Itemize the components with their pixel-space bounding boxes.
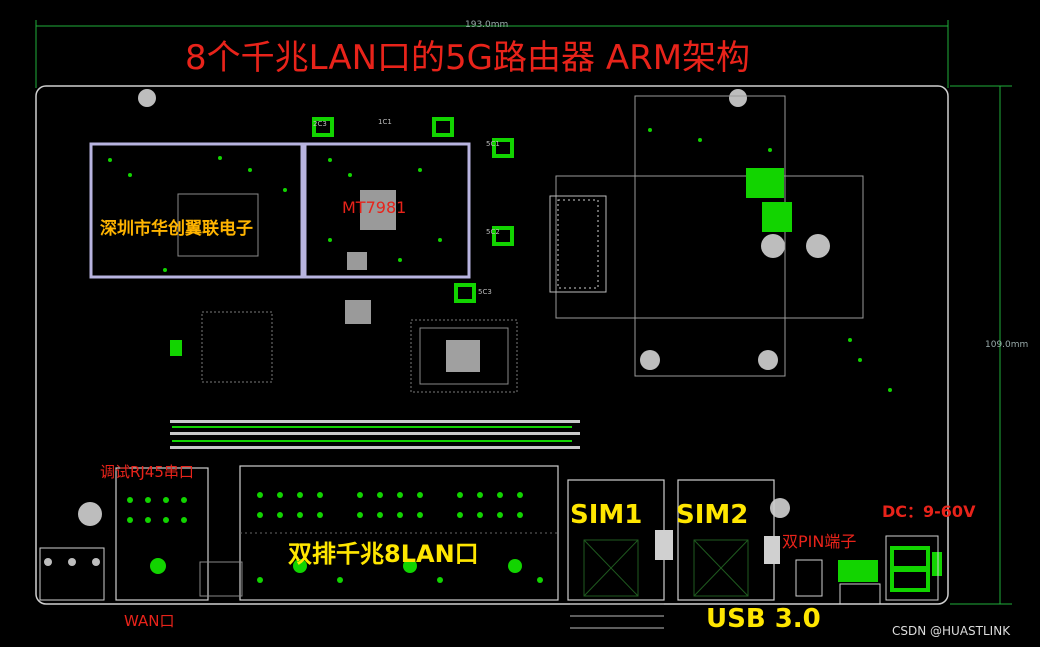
company-shield-frame bbox=[89, 142, 304, 279]
watermark: CSDN @HUASTLINK bbox=[892, 624, 1011, 638]
dc-label: DC：9-60V bbox=[882, 502, 976, 521]
mounting-holes bbox=[78, 89, 830, 526]
ref-5c2: 5C2 bbox=[486, 228, 500, 236]
page-title: 8个千兆LAN口的5G路由器 ARM架构 bbox=[185, 38, 751, 78]
ref-1c1: 1C1 bbox=[378, 118, 392, 126]
ref-5c3: 5C3 bbox=[478, 288, 492, 296]
mt7981-shield-frame bbox=[303, 142, 471, 279]
width-dimension: 193.0mm bbox=[465, 20, 509, 30]
ref-5c1: 5C1 bbox=[486, 140, 500, 148]
resistor-row bbox=[170, 420, 580, 449]
usb-label: USB 3.0 bbox=[706, 604, 821, 634]
debug-port-label: 调试RJ45串口 bbox=[100, 463, 194, 481]
sim1-label: SIM1 bbox=[570, 500, 643, 530]
dual-pin-label: 双PIN端子 bbox=[782, 532, 857, 551]
lan-ports-label: 双排千兆8LAN口 bbox=[288, 540, 479, 568]
ref-2c3: 2C3 bbox=[313, 120, 327, 128]
debug-rj45-outline bbox=[115, 467, 209, 601]
height-dimension: 109.0mm bbox=[985, 340, 1029, 350]
company-label: 深圳市华创翼联电子 bbox=[100, 219, 253, 239]
sim2-label: SIM2 bbox=[676, 500, 749, 530]
dimension-lines bbox=[35, 20, 1012, 605]
chip-label: MT7981 bbox=[342, 198, 407, 217]
rj45-pins bbox=[127, 492, 543, 583]
wan-port-label: WAN口 bbox=[124, 612, 175, 630]
component-dots bbox=[108, 128, 892, 392]
board-outline bbox=[35, 85, 949, 605]
